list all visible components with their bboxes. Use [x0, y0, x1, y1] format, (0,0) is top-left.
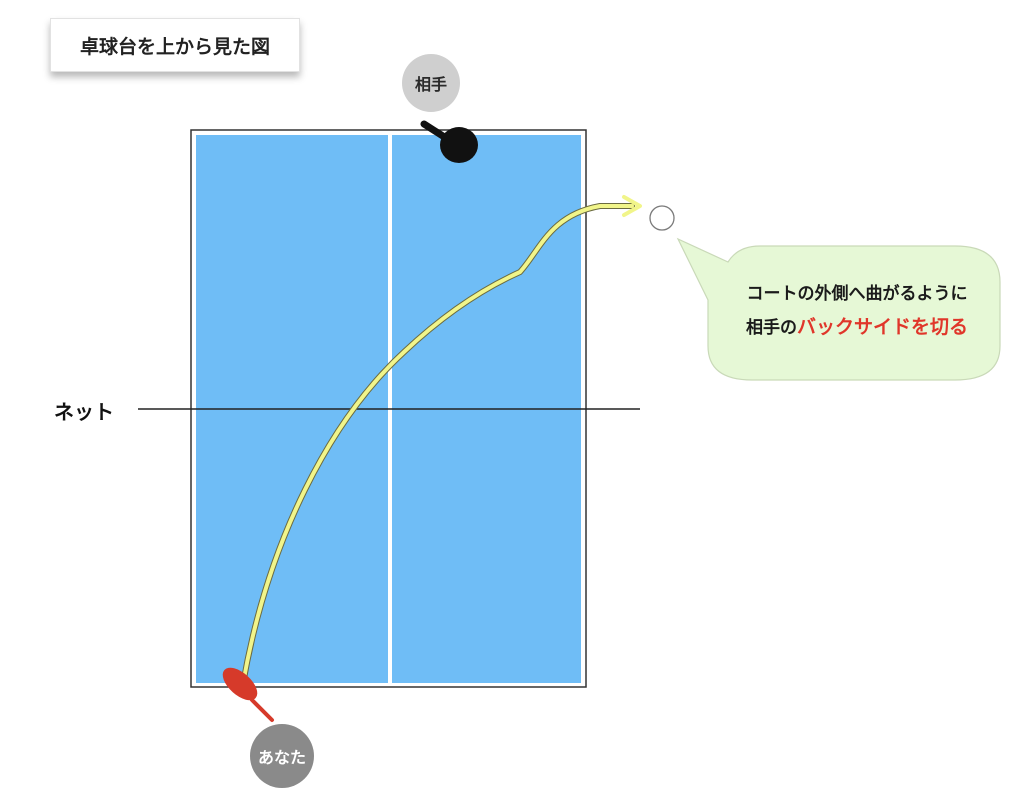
- callout-highlight: バックサイドを切る: [796, 316, 968, 338]
- callout-line2: 相手のバックサイドを切る: [712, 311, 1002, 345]
- diagram-title: 卓球台を上から見た図: [50, 18, 300, 72]
- your-paddle-icon: [222, 667, 274, 722]
- opponent-label: 相手: [414, 75, 447, 94]
- net-label: ネット: [54, 400, 114, 424]
- callout-text: コートの外側へ曲がるように 相手のバックサイドを切る: [712, 278, 1002, 345]
- ball-path-highlight: [241, 204, 634, 686]
- you-badge: あなた: [250, 724, 314, 788]
- callout-bubble: [676, 237, 1001, 381]
- arrow-head-icon: [622, 195, 642, 217]
- diagram-title-text: 卓球台を上から見た図: [79, 35, 270, 58]
- ball-icon: [649, 205, 675, 231]
- callout-line1: コートの外側へ曲がるように: [746, 284, 968, 304]
- opponent-badge: 相手: [402, 54, 460, 112]
- opponent-paddle-icon: [420, 120, 478, 163]
- you-label: あなた: [257, 748, 306, 767]
- callout-line2-prefix: 相手の: [745, 318, 797, 338]
